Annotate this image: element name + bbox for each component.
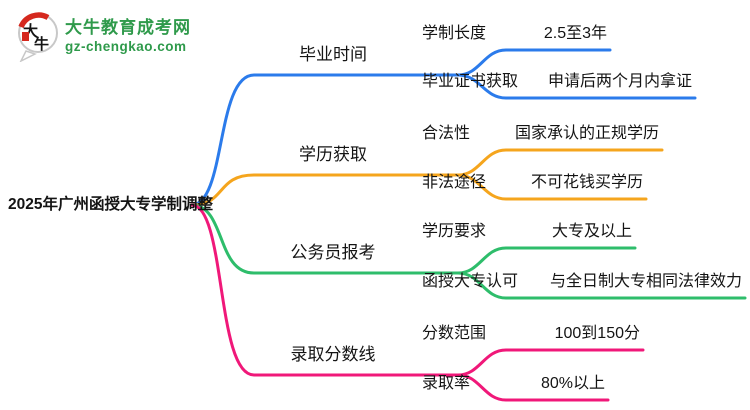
branch2-child1-link [456,148,664,177]
branch3-child1-row: 学历要求 大专及以上 [422,220,632,242]
branch1-label: 毕业时间 [299,45,367,64]
branch4-child1-row: 分数范围 100到150分 [422,322,640,344]
branch1-child2-link [456,73,697,100]
branch1-child1-row: 学制长度 2.5至3年 [422,22,607,44]
branch4-main-link [190,203,460,377]
branch3-child2-link [456,271,747,300]
branch2-child2-link [456,173,648,201]
branch4-label: 录取分数线 [290,345,376,364]
branch1-child2-row: 毕业证书获取 申请后两个月内拿证 [422,70,692,92]
branch3-child1-link [456,246,637,275]
root-node: 2025年广州函授大专学制调整 [8,196,213,213]
branch4-child1-label: 分数范围 [422,325,487,342]
branch2-child2-row: 非法途径 不可花钱买学历 [422,171,643,193]
branch4-child2-row: 录取率 80%以上 [422,372,605,394]
branch1-child2-label: 毕业证书获取 [422,73,519,90]
branch4-child1-value: 100到150分 [554,325,640,342]
branch4-child2-value: 80%以上 [540,375,605,392]
branch1-child2-value: 申请后两个月内拿证 [547,73,692,90]
branch4-child2-label: 录取率 [422,375,471,392]
branch3-child1-label: 学历要求 [422,223,487,240]
logo-title: 大牛教育成考网 [65,18,191,37]
branch3-child2-row: 函授大专认可 与全日制大专相同法律效力 [422,270,742,292]
svg-text:牛: 牛 [34,35,49,53]
branch4-child2-link [456,373,610,402]
branch3-child2-value: 与全日制大专相同法律效力 [549,273,742,290]
branch2-main-link [190,173,460,207]
branch2-child2-label: 非法途径 [422,174,487,191]
branch2-child1-label: 合法性 [422,125,471,142]
logo-domain: gz-chengkao.com [65,39,187,54]
branch2-child1-row: 合法性 国家承认的正规学历 [422,122,659,144]
site-logo: 大 牛 大牛教育成考网 gz-chengkao.com [15,10,191,62]
branch3-child1-value: 大专及以上 [551,223,632,240]
branch3-main-link [190,203,460,275]
branch1-child1-link [456,48,612,77]
branch1-main-link [190,73,460,207]
branch1-child1-label: 学制长度 [422,25,487,42]
branch2-label: 学历获取 [299,145,367,164]
branch3-label: 公务员报考 [290,243,376,262]
logo-bull-bubble-icon: 大 牛 [18,12,58,62]
branch3-child2-label: 函授大专认可 [422,273,519,290]
branch2-child2-value: 不可花钱买学历 [530,174,643,191]
branch1-child1-value: 2.5至3年 [543,25,607,42]
branch2-child1-value: 国家承认的正规学历 [514,125,659,142]
branch4-child1-link [456,348,645,377]
